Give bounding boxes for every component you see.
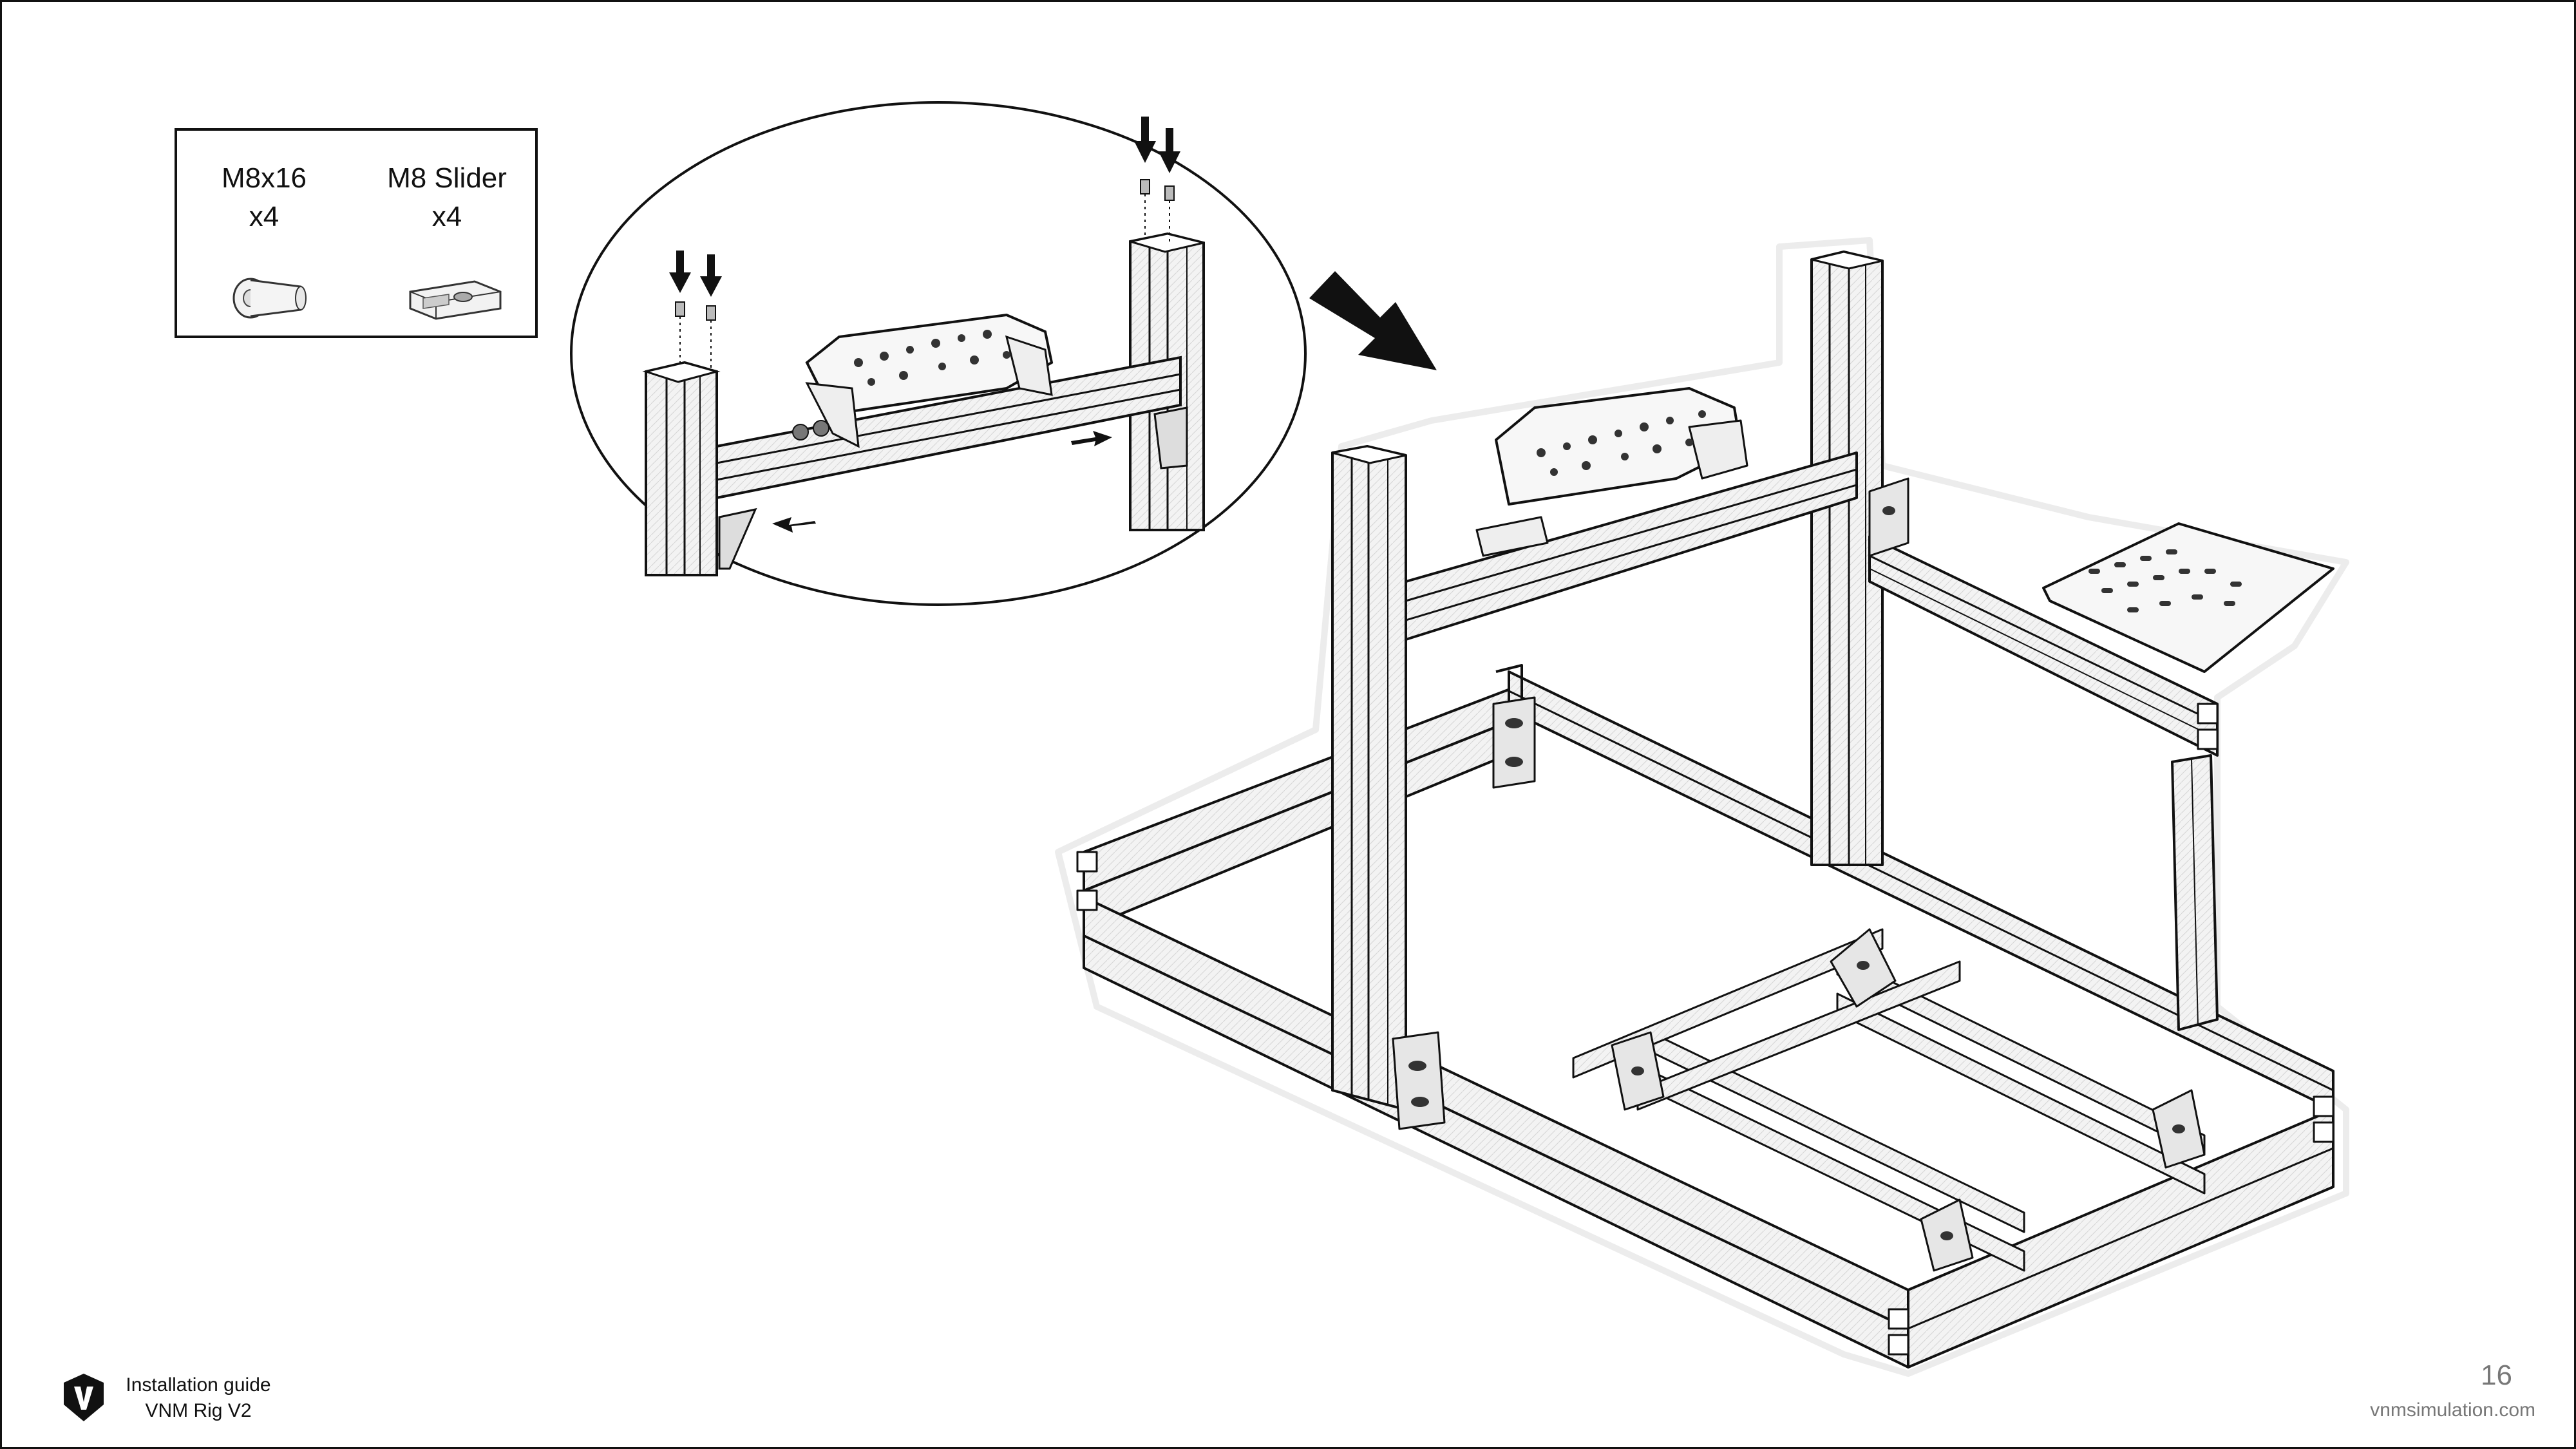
guide-line-1: Installation guide (126, 1374, 271, 1396)
part-qty: x4 (431, 201, 462, 232)
part-name: M8 Slider (387, 162, 507, 194)
t-slider-icon (409, 280, 502, 320)
detail-corner-bracket-right (1153, 406, 1188, 469)
guide-title: Installation guide VNM Rig V2 (118, 1372, 279, 1424)
rig-assembly (1055, 237, 2349, 1377)
step-arrow-icon (1309, 271, 1437, 370)
vnm-logo-icon (64, 1374, 104, 1421)
page-number: 16 (2481, 1359, 2512, 1391)
parts-list-box: M8x16 x4 M8 Slider x4 (175, 128, 538, 338)
part-name: M8x16 (221, 162, 307, 194)
part-qty: x4 (249, 201, 279, 232)
detail-mount-plate (792, 313, 1054, 448)
detail-callout (570, 101, 1307, 606)
arrow-left-icon (772, 517, 816, 533)
guide-line-2: VNM Rig V2 (145, 1400, 252, 1421)
bolt-icon (232, 278, 307, 319)
detail-crossbar (715, 355, 1182, 500)
part-slider: M8 Slider x4 (373, 159, 521, 236)
arrow-right-icon (1071, 431, 1112, 446)
detail-bolts-right (1134, 117, 1180, 242)
detail-bolts-left (669, 251, 722, 372)
detail-left-upright (642, 361, 721, 576)
part-bolt: M8x16 x4 (190, 159, 338, 236)
detail-corner-bracket-left (718, 507, 757, 570)
website-link[interactable]: vnmsimulation.com (2370, 1399, 2535, 1421)
